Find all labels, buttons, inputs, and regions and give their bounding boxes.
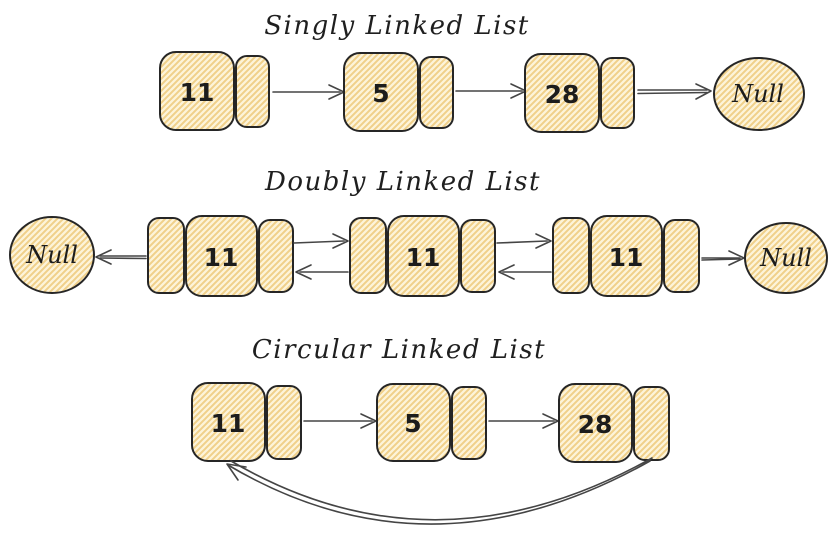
- node-prev-box: [147, 217, 185, 294]
- next-arrow-shaft: [496, 240, 548, 244]
- node-value: 28: [578, 410, 613, 439]
- null-label: Null: [731, 80, 784, 108]
- node-data-box: [191, 382, 266, 462]
- prev-arrow-shaft: [99, 255, 147, 260]
- list-node: 11: [147, 215, 294, 297]
- null-terminator: Null: [9, 216, 95, 294]
- list-node: 28: [524, 53, 635, 133]
- null-ellipse: [713, 57, 805, 131]
- section-title: Doubly Linked List: [264, 167, 541, 197]
- node-value: 11: [204, 243, 239, 272]
- node-pointer-box: [600, 57, 635, 129]
- null-ellipse: [9, 216, 95, 294]
- node-data-box: [387, 215, 460, 297]
- node-value: 5: [404, 409, 421, 438]
- node-data-box: [159, 51, 235, 131]
- list-node: 11: [159, 51, 270, 131]
- prev-arrowhead: [498, 264, 515, 280]
- node-data-box: [343, 52, 419, 132]
- section-circular-linked-list: Circular Linked List 11 5 28: [191, 335, 670, 525]
- node-value: 11: [406, 243, 441, 272]
- node-prev-box: [349, 217, 387, 294]
- null-label: Null: [25, 241, 78, 269]
- node-pointer-box: [419, 56, 454, 129]
- node-data-box: [376, 383, 451, 462]
- next-arrow-shaft: [637, 89, 708, 95]
- node-value: 11: [180, 78, 215, 107]
- node-value: 5: [372, 79, 389, 108]
- node-next-box: [663, 219, 700, 293]
- null-terminator: Null: [713, 57, 805, 131]
- node-pointer-box: [266, 385, 302, 460]
- node-pointer-box: [235, 55, 270, 128]
- node-value: 28: [545, 80, 580, 109]
- null-ellipse: [744, 222, 828, 294]
- list-node: 28: [558, 383, 670, 463]
- list-node: 11: [349, 215, 496, 297]
- node-data-box: [524, 53, 600, 133]
- node-data-box: [185, 215, 258, 297]
- node-next-box: [258, 219, 294, 293]
- list-node: 11: [552, 215, 700, 297]
- null-terminator: Null: [744, 222, 828, 294]
- node-data-box: [590, 215, 663, 297]
- node-data-box: [558, 383, 633, 463]
- next-arrowhead: [535, 233, 552, 249]
- next-arrow-shaft: [293, 240, 345, 244]
- null-label: Null: [759, 244, 812, 272]
- section-title: Circular Linked List: [252, 335, 546, 365]
- node-value: 11: [211, 409, 246, 438]
- next-arrowhead: [332, 233, 349, 249]
- section-title: Singly Linked List: [264, 11, 530, 41]
- circular-back-arrowhead: [226, 463, 247, 481]
- next-arrowhead: [695, 83, 712, 100]
- prev-arrowhead: [295, 264, 312, 280]
- circular-back-arrow-shaft: [227, 457, 653, 525]
- list-node: 11: [191, 382, 302, 462]
- node-value: 11: [609, 243, 644, 272]
- section-doubly-linked-list: Doubly Linked List Null 11 11: [9, 167, 828, 297]
- node-pointer-box: [451, 386, 487, 460]
- list-node: 5: [343, 52, 454, 132]
- prev-arrowhead: [95, 249, 112, 265]
- node-pointer-box: [633, 386, 670, 461]
- node-next-box: [460, 219, 496, 293]
- next-arrow-shaft: [701, 257, 741, 261]
- list-node: 5: [376, 383, 487, 462]
- node-prev-box: [552, 217, 590, 294]
- section-singly-linked-list: Singly Linked List 11 5 28 Null: [159, 11, 805, 133]
